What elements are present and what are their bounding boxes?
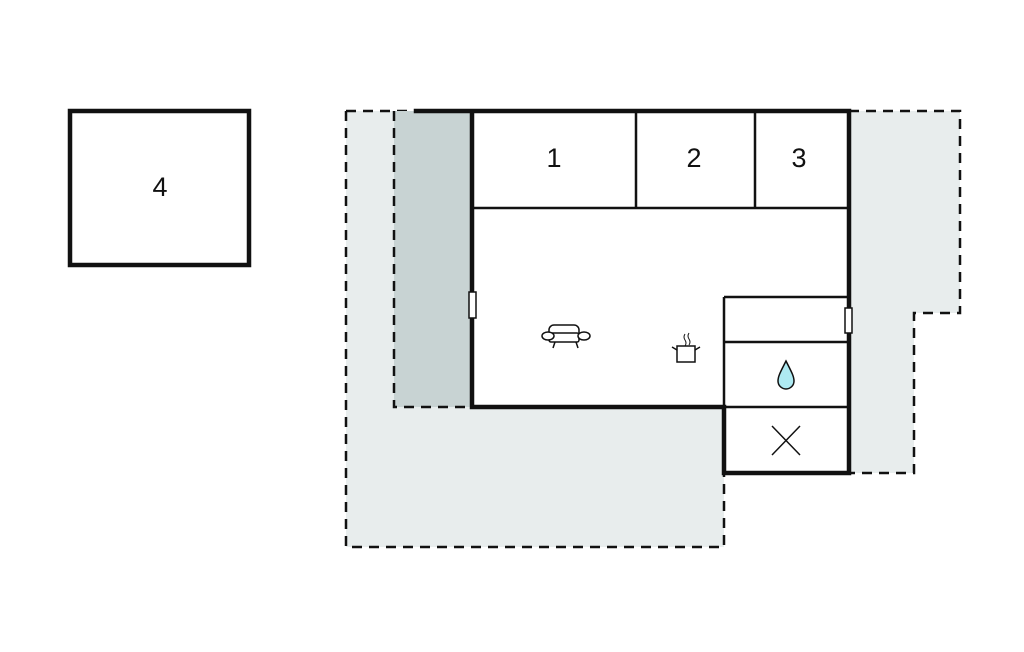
window-icon [844, 307, 853, 334]
cooking-pot-icon [671, 332, 701, 363]
covered-area [392, 111, 472, 409]
sofa-icon [541, 324, 591, 349]
building-4: 4 [67, 108, 252, 268]
water-drop-icon [777, 359, 795, 390]
cross-icon [771, 425, 801, 456]
room-label-3: 3 [791, 143, 806, 173]
window-icon [468, 291, 477, 319]
room-label-1: 1 [546, 143, 561, 173]
exterior-walls [413, 108, 852, 476]
interior-walls [472, 111, 849, 409]
room-label-2: 2 [686, 143, 701, 173]
terrace-right [849, 109, 962, 475]
room-label-4: 4 [152, 172, 167, 202]
